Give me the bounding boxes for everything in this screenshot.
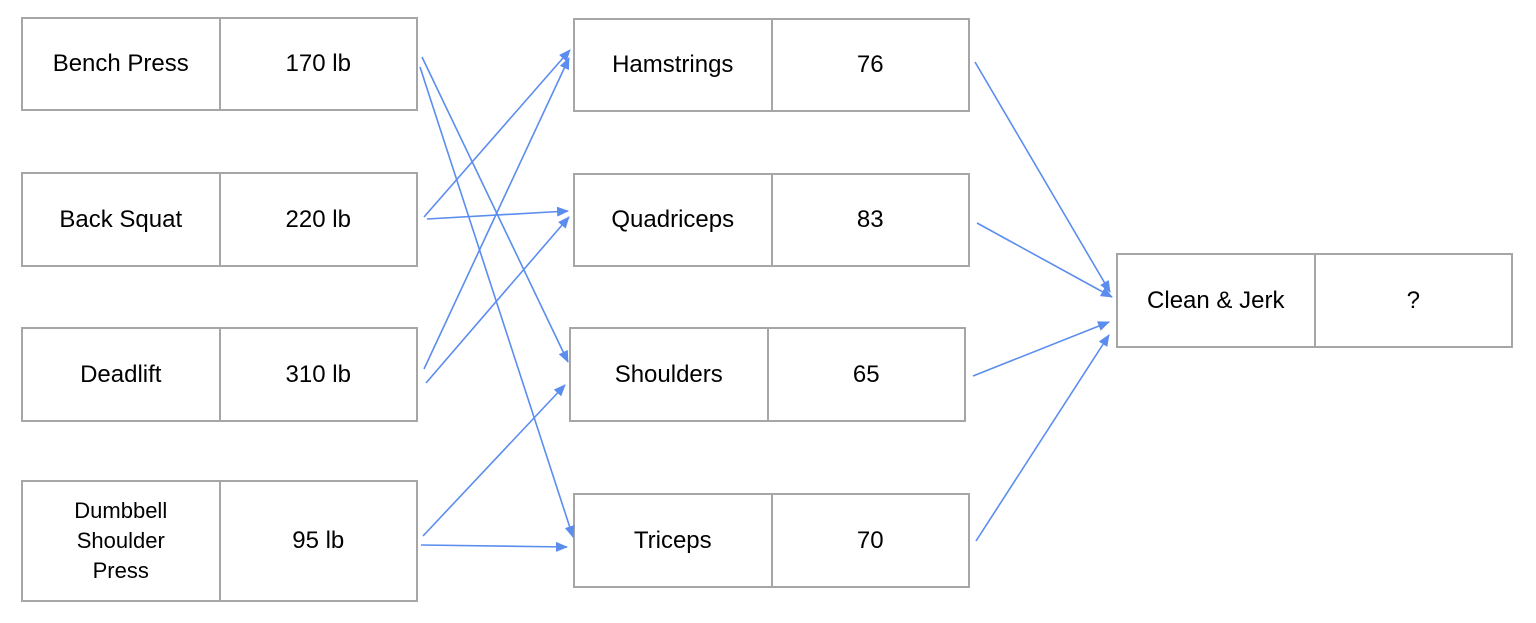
node-label: Back Squat [23, 174, 221, 265]
edge-triceps-to-cleanjerk [975, 334, 1110, 542]
edge-squat-to-hamstrings [423, 49, 571, 218]
edge-dbpress-to-shoulders [422, 384, 566, 537]
node-clean-and-jerk[interactable]: Clean & Jerk ? [1116, 253, 1513, 348]
node-label: Hamstrings [575, 20, 773, 110]
node-value: 95 lb [292, 527, 345, 554]
edge-deadlift-to-hamstrings [423, 57, 570, 370]
node-value: 310 lb [285, 360, 351, 388]
node-label: Shoulders [571, 329, 769, 420]
node-label: Quadriceps [575, 175, 773, 265]
edge-bench-to-triceps [419, 66, 575, 538]
node-label: Clean & Jerk [1118, 255, 1316, 346]
node-label: Bench Press [23, 19, 221, 109]
node-label: Triceps [575, 495, 773, 586]
node-value: ? [1406, 286, 1420, 314]
node-deadlift[interactable]: Deadlift 310 lb [21, 327, 418, 422]
node-triceps[interactable]: Triceps 70 [573, 493, 970, 588]
node-label: Deadlift [23, 329, 221, 420]
node-value: 220 lb [285, 205, 351, 233]
node-value: 170 lb [285, 50, 351, 77]
edge-dbpress-to-triceps [420, 541, 568, 552]
node-hamstrings[interactable]: Hamstrings 76 [573, 18, 970, 112]
node-label: Dumbbell Shoulder Press [23, 482, 221, 600]
node-shoulders[interactable]: Shoulders 65 [569, 327, 966, 422]
edge-squat-to-quadriceps [426, 206, 569, 220]
node-value: 70 [856, 526, 884, 554]
edge-quadriceps-to-cleanjerk [976, 222, 1113, 298]
node-value: 65 [852, 360, 880, 388]
node-dumbbell-shoulder-press[interactable]: Dumbbell Shoulder Press 95 lb [21, 480, 418, 602]
node-value: 83 [856, 206, 884, 233]
node-bench-press[interactable]: Bench Press 170 lb [21, 17, 418, 111]
node-value: 76 [856, 51, 884, 78]
node-quadriceps[interactable]: Quadriceps 83 [573, 173, 970, 267]
edge-deadlift-to-quadriceps [425, 216, 570, 384]
edge-hamstrings-to-cleanjerk [974, 61, 1111, 293]
edge-bench-to-shoulders [421, 56, 569, 363]
edge-shoulders-to-cleanjerk [972, 321, 1110, 377]
node-back-squat[interactable]: Back Squat 220 lb [21, 172, 418, 267]
